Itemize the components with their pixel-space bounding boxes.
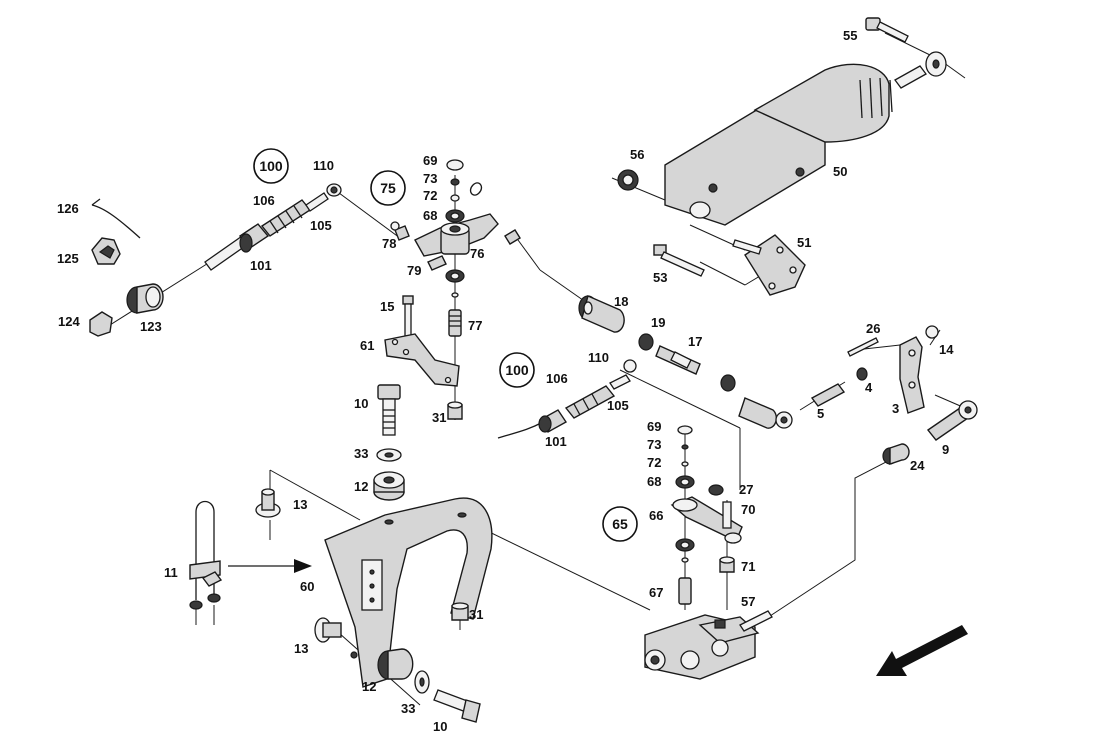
reference-circle: 65 bbox=[602, 506, 638, 542]
callout: 9 bbox=[942, 442, 949, 457]
callout: 10 bbox=[354, 396, 368, 411]
callout: 60 bbox=[300, 579, 314, 594]
callout: 31 bbox=[432, 410, 446, 425]
callout: 31 bbox=[469, 607, 483, 622]
callout: 70 bbox=[741, 502, 755, 517]
part-callouts: 126 125 124 123 101 106 105 110 78 79 69… bbox=[57, 28, 954, 734]
callout: 26 bbox=[866, 321, 880, 336]
upper-connecting-rod bbox=[578, 295, 793, 429]
reference-circle: 100 bbox=[499, 352, 535, 388]
callout: 14 bbox=[939, 342, 954, 357]
callout: 13 bbox=[293, 497, 307, 512]
callout: 10 bbox=[433, 719, 447, 734]
callout: 53 bbox=[653, 270, 667, 285]
callout: 17 bbox=[688, 334, 702, 349]
callout: 56 bbox=[630, 147, 644, 162]
callout: 19 bbox=[651, 315, 665, 330]
callout: 123 bbox=[140, 319, 162, 334]
callout: 57 bbox=[741, 594, 755, 609]
reference-label: 100 bbox=[505, 362, 529, 378]
callout: 69 bbox=[647, 419, 661, 434]
actuator-cylinder bbox=[617, 17, 947, 296]
callout: 11 bbox=[164, 565, 178, 580]
callout: 101 bbox=[545, 434, 567, 449]
callout: 101 bbox=[250, 258, 272, 273]
callout: 69 bbox=[423, 153, 437, 168]
callout: 12 bbox=[354, 479, 368, 494]
reference-label: 65 bbox=[612, 516, 628, 532]
callout: 78 bbox=[382, 236, 396, 251]
callout: 5 bbox=[817, 406, 824, 421]
callout: 66 bbox=[649, 508, 663, 523]
callout: 73 bbox=[647, 437, 661, 452]
callout: 105 bbox=[310, 218, 332, 233]
callout: 105 bbox=[607, 398, 629, 413]
callout: 126 bbox=[57, 201, 79, 216]
callout: 67 bbox=[649, 585, 663, 600]
callout: 4 bbox=[865, 380, 873, 395]
callout: 125 bbox=[57, 251, 79, 266]
callout: 106 bbox=[546, 371, 568, 386]
right-linkage bbox=[810, 325, 978, 465]
direction-arrow bbox=[876, 625, 968, 676]
callout: 68 bbox=[647, 474, 661, 489]
mounting-bracket-assembly bbox=[189, 384, 493, 723]
callout: 33 bbox=[401, 701, 415, 716]
callout: 13 bbox=[294, 641, 308, 656]
callout: 77 bbox=[468, 318, 482, 333]
callout: 12 bbox=[362, 679, 376, 694]
callout: 15 bbox=[380, 299, 394, 314]
callout: 124 bbox=[58, 314, 80, 329]
lower-cable-assembly bbox=[497, 359, 637, 439]
callout: 50 bbox=[833, 164, 847, 179]
callout: 73 bbox=[423, 171, 437, 186]
valve-block bbox=[644, 610, 773, 680]
callout: 18 bbox=[614, 294, 628, 309]
callout: 55 bbox=[843, 28, 857, 43]
callout: 72 bbox=[647, 455, 661, 470]
callout: 79 bbox=[407, 263, 421, 278]
callout: 106 bbox=[253, 193, 275, 208]
reference-circle: 100 bbox=[253, 148, 289, 184]
callout: 110 bbox=[588, 350, 609, 365]
left-cable-assembly bbox=[89, 183, 342, 337]
callout: 27 bbox=[739, 482, 753, 497]
reference-label: 100 bbox=[259, 158, 283, 174]
reference-label: 75 bbox=[380, 180, 396, 196]
callout: 3 bbox=[892, 401, 899, 416]
callout: 76 bbox=[470, 246, 484, 261]
callout: 72 bbox=[423, 188, 437, 203]
center-lever-assembly bbox=[384, 159, 521, 420]
callout: 51 bbox=[797, 235, 811, 250]
callout: 24 bbox=[910, 458, 925, 473]
callout: 68 bbox=[423, 208, 437, 223]
callout: 61 bbox=[360, 338, 374, 353]
callout: 33 bbox=[354, 446, 368, 461]
callout: 110 bbox=[313, 158, 334, 173]
lower-lever-assembly bbox=[670, 425, 743, 605]
callout: 71 bbox=[741, 559, 755, 574]
reference-circle: 75 bbox=[370, 170, 406, 206]
